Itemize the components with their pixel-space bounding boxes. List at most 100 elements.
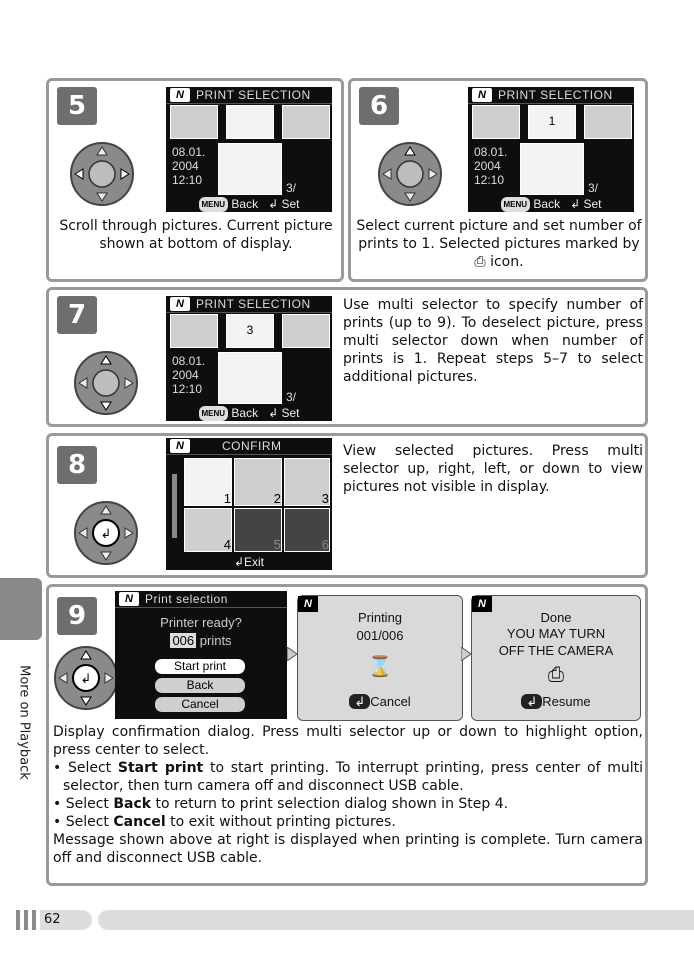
done-line-2: OFF THE CAMERA [498, 643, 614, 658]
multi-selector-icon [70, 142, 134, 206]
screen-title: Print selection [145, 592, 228, 606]
nikon-logo-icon: N [298, 596, 318, 612]
multi-selector-icon [378, 142, 442, 206]
thumbnail-current: 1 [528, 105, 576, 139]
current-picture [520, 143, 584, 195]
step-caption: Select current picture and set number of… [356, 218, 642, 270]
picture-count: 3/ [286, 390, 297, 404]
outro-text: Message shown above at right is displaye… [53, 832, 643, 866]
grid-thumbnail: 2 [234, 458, 282, 506]
screen-footer: ↲Exit [233, 555, 265, 569]
screen-title: CONFIRM [222, 439, 282, 453]
screen-title: PRINT SELECTION [196, 88, 311, 102]
grid-thumbnail: 4 [184, 508, 232, 552]
nikon-logo-icon: N [170, 439, 190, 453]
svg-text:↲: ↲ [81, 672, 92, 687]
print-selection-screen: N Print selection Printer ready? 006 prin… [115, 591, 287, 719]
printing-count: 001/006 [356, 628, 404, 643]
section-tab [0, 578, 42, 640]
section-label: More on Playback [16, 665, 32, 780]
footer-bar [16, 910, 20, 930]
screen-footer: MENU Back ↲ Set [468, 197, 634, 212]
arrow-right-icon [287, 647, 297, 661]
screen-title: PRINT SELECTION [196, 297, 311, 311]
thumbnail [584, 105, 632, 139]
grid-thumbnail: 1 [184, 458, 232, 506]
footer-bar [32, 910, 36, 930]
bullet-back: • Select Back to return to print selecti… [53, 796, 509, 812]
bullet-cancel: • Select Cancel to exit without printing… [53, 814, 396, 830]
printer-ready-text: Printer ready? [160, 615, 242, 630]
multi-selector-icon: ↲ [54, 646, 118, 710]
scroll-bar[interactable] [172, 474, 177, 538]
prints-line: 006 prints [170, 633, 232, 648]
step-caption: Scroll through pictures. Current picture… [59, 218, 333, 252]
intro-text: Display confirmation dialog. Press multi… [53, 724, 643, 758]
print-icon: ⎙ [548, 664, 564, 686]
thumbnail-current: 3 [226, 314, 274, 348]
printing-title: Printing [357, 610, 403, 625]
multi-selector-icon [74, 351, 138, 415]
screen-footer: MENU Back ↲ Set [166, 406, 332, 421]
current-picture [218, 143, 282, 195]
step-number: 8 [57, 446, 97, 484]
step-8-card: 8 ↲ N CONFIRM 1 2 3 4 5 6 ↲Exit View sele… [46, 433, 648, 578]
hourglass-icon: ⌛ [367, 656, 393, 678]
nikon-logo-icon: N [472, 596, 492, 612]
step-caption: View selected pictures. Press multi sele… [343, 443, 643, 495]
thumbnail [282, 314, 330, 348]
nikon-logo-icon: N [119, 592, 139, 606]
step-number: 5 [57, 87, 97, 125]
current-picture [218, 352, 282, 404]
bullet-start: • Select Start print to start printing. … [53, 760, 644, 794]
arrow-right-icon [461, 647, 471, 661]
thumbnail-current [226, 105, 274, 139]
cancel-option[interactable]: Cancel [155, 697, 245, 712]
screen-title: PRINT SELECTION [498, 88, 613, 102]
nikon-logo-icon: N [170, 297, 190, 311]
grid-thumbnail: 3 [284, 458, 330, 506]
step-9-text: Display confirmation dialog. Press multi… [53, 723, 643, 867]
back-option[interactable]: Back [155, 678, 245, 693]
nikon-logo-icon: N [170, 88, 190, 102]
step-number: 9 [57, 597, 97, 635]
thumbnail [170, 105, 218, 139]
printing-cancel[interactable]: ↲Cancel [298, 694, 462, 710]
printing-screen: N Printing 001/006 ⌛ ↲Cancel [297, 595, 463, 721]
thumbnail [282, 105, 330, 139]
svg-text:↲: ↲ [101, 527, 112, 542]
screen-footer: MENU Back ↲ Set [166, 197, 332, 212]
multi-selector-icon: ↲ [74, 501, 138, 565]
print-icon: ⎙ [474, 254, 486, 270]
camera-screen: N CONFIRM 1 2 3 4 5 6 ↲Exit [166, 438, 332, 570]
picture-count: 3/ [286, 181, 297, 195]
picture-count: 3/ [588, 181, 599, 195]
grid-thumbnail: 6 [284, 508, 330, 552]
step-number: 6 [359, 87, 399, 125]
nikon-logo-icon: N [472, 88, 492, 102]
thumbnail [170, 314, 218, 348]
thumbnail [472, 105, 520, 139]
grid-thumbnail: 5 [234, 508, 282, 552]
footer-rule [98, 910, 694, 930]
step-caption: Use multi selector to specify number of … [343, 297, 643, 385]
page-number: 62 [40, 910, 92, 930]
done-title: Done [540, 610, 572, 625]
done-screen: N Done YOU MAY TURN OFF THE CAMERA ⎙ ↲Re… [471, 595, 641, 721]
done-line-1: YOU MAY TURN [506, 626, 606, 641]
footer-bar [24, 910, 28, 930]
step-9-card: 9 ↲ N Print selection Printer ready? 006 … [46, 584, 648, 886]
step-number: 7 [57, 296, 97, 334]
start-print-option[interactable]: Start print [155, 659, 245, 674]
done-resume[interactable]: ↲Resume [472, 694, 640, 710]
